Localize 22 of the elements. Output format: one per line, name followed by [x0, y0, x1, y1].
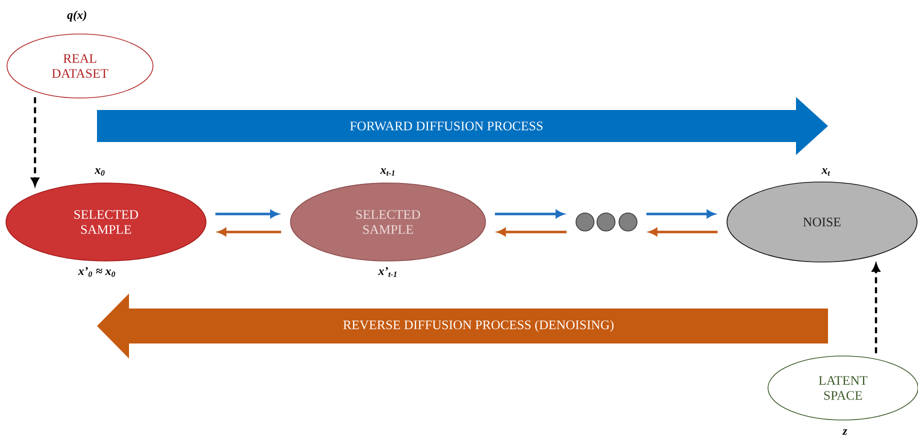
math-label: x’$_{t-1}$ [378, 267, 396, 277]
math-label: q(x) [67, 10, 86, 22]
arrow [646, 210, 715, 218]
math-label: x$_{0}$ [94, 168, 105, 176]
math-label: x$_{t-1}$ [380, 168, 394, 176]
circle-node [576, 212, 594, 232]
ellipse-node: SELECTED SAMPLE [6, 182, 206, 262]
arrow [31, 97, 39, 186]
ellipse-node: SELECTED SAMPLE [290, 182, 486, 262]
arrow [872, 264, 880, 354]
arrow [218, 228, 282, 236]
math-label: x’$_{0}$ ≈ x$_{0}$ [78, 267, 116, 277]
arrow [649, 228, 718, 236]
arrow [215, 210, 278, 218]
circle-node [596, 212, 616, 232]
circle-node [618, 212, 638, 232]
arrow [498, 228, 567, 236]
ellipse-node: REAL DATASET [6, 34, 154, 98]
arrow [494, 210, 564, 218]
math-label: z [842, 429, 848, 435]
ellipse-node: NOISE [726, 182, 918, 262]
math-label: x$_{t}$ [822, 168, 830, 176]
